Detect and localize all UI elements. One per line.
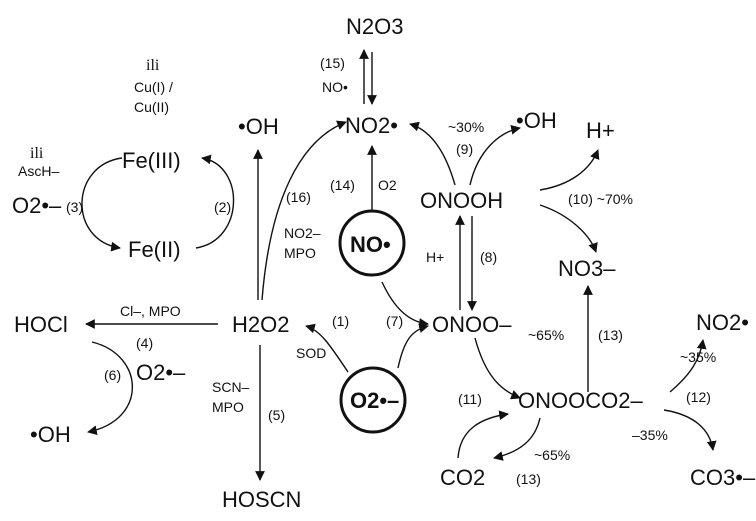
label-ili-top: ili bbox=[146, 57, 160, 74]
arrow-onooh-to-no2 bbox=[409, 121, 456, 186]
label-cl-mpo: Cl–, MPO bbox=[120, 303, 181, 319]
label-r8: (8) bbox=[480, 249, 497, 265]
species-no2-right: NO2• bbox=[696, 310, 749, 335]
label-pct65b: ~65% bbox=[534, 447, 570, 463]
label-r12: (12) bbox=[686, 389, 711, 405]
label-cu2: Cu(II) bbox=[134, 99, 169, 115]
reaction-labels: (15) NO• ili Cu(I) / Cu(II) ili AscH– ~3… bbox=[18, 55, 716, 487]
species-no-center: NO• bbox=[350, 232, 391, 257]
label-r7: (7) bbox=[386, 313, 403, 329]
label-r5: (5) bbox=[268, 407, 285, 423]
label-no-small: NO• bbox=[322, 79, 348, 95]
label-r6: (6) bbox=[104, 367, 121, 383]
label-r13b: (13) bbox=[516, 471, 541, 487]
species-oh-mid: •OH bbox=[516, 108, 557, 133]
label-cu1: Cu(I) / bbox=[134, 79, 173, 95]
species-n2o3: N2O3 bbox=[346, 14, 403, 39]
species-h-plus: H+ bbox=[586, 118, 615, 143]
species-h2o2: H2O2 bbox=[232, 312, 289, 337]
label-h-plus-r8: H+ bbox=[426, 249, 444, 265]
species-o2-small: O2•– bbox=[136, 360, 186, 385]
species-oh-bottom: •OH bbox=[30, 422, 71, 447]
arrow-o2-to-onoo bbox=[397, 323, 429, 369]
label-r10: (10) ~70% bbox=[568, 191, 633, 207]
species-co2: CO2 bbox=[440, 465, 485, 490]
arrow-fe2-to-fe3 bbox=[195, 154, 235, 249]
arrow-hocl-to-oh bbox=[87, 341, 134, 436]
arrow-h2o2-to-no2 bbox=[261, 120, 347, 301]
species-no2-top: NO2• bbox=[345, 113, 398, 138]
species-o2-center: O2•– bbox=[350, 388, 399, 413]
arrow-onooh-to-oh bbox=[469, 124, 521, 186]
label-r2: (2) bbox=[214, 199, 231, 215]
species-co3: CO3•– bbox=[690, 465, 756, 490]
label-pct65a: ~65% bbox=[528, 327, 564, 343]
label-pct35b: –35% bbox=[632, 427, 668, 443]
superoxide-circle bbox=[339, 366, 407, 434]
label-o2-r14: O2 bbox=[378, 177, 397, 193]
species-fe3: Fe(III) bbox=[122, 148, 181, 173]
species-oh-left: •OH bbox=[238, 114, 279, 139]
species-no3: NO3– bbox=[558, 256, 616, 281]
label-r3: (3) bbox=[66, 199, 83, 215]
label-mpo-5: MPO bbox=[212, 399, 244, 415]
arrow-onoococ2-to-no2 bbox=[669, 339, 707, 393]
species-o2-left: O2•– bbox=[12, 193, 62, 218]
arrow-o2-to-h2o2 bbox=[305, 323, 349, 373]
label-r9: (9) bbox=[456, 141, 473, 157]
arrow-onooh-to-no3 bbox=[539, 204, 598, 253]
label-r14: (14) bbox=[330, 177, 355, 193]
label-pct35a: ~35% bbox=[680, 349, 716, 365]
label-ili-left: ili bbox=[30, 145, 44, 162]
arrow-co2-to-onoococ2 bbox=[457, 410, 509, 459]
species-hoscn: HOSCN bbox=[222, 487, 301, 512]
label-r16: (16) bbox=[286, 189, 311, 205]
no-circle bbox=[338, 209, 406, 277]
label-r4: (4) bbox=[136, 335, 153, 351]
species-onoo: ONOO– bbox=[432, 312, 512, 337]
arrow-onoo-to-onoococ2 bbox=[474, 337, 521, 400]
label-r13a: (13) bbox=[598, 327, 623, 343]
label-r11: (11) bbox=[458, 391, 482, 407]
label-no2-minus: NO2– bbox=[284, 225, 321, 241]
arrow-onoococ2-to-co2 bbox=[493, 417, 541, 461]
label-r1: (1) bbox=[332, 313, 349, 329]
species-onooh: ONOOH bbox=[420, 188, 503, 213]
arrow-fe3-to-fe2 bbox=[81, 157, 123, 252]
species-hocl: HOCl bbox=[14, 312, 68, 337]
arrow-onooh-to-h bbox=[539, 149, 600, 191]
species-onoococ2: ONOOCO2– bbox=[518, 388, 643, 413]
label-pct30: ~30% bbox=[448, 119, 484, 135]
arrow-no-to-onoo bbox=[381, 281, 429, 328]
label-sod: SOD bbox=[296, 345, 326, 361]
species: N2O3 NO2• •OH •OH H+ Fe(III) Fe(II) O2•–… bbox=[12, 14, 756, 512]
label-scn: SCN– bbox=[212, 379, 250, 395]
label-asch: AscH– bbox=[18, 163, 59, 179]
label-r15: (15) bbox=[320, 55, 345, 71]
arrow-onoococ2-to-co3 bbox=[663, 409, 717, 451]
species-fe2: Fe(II) bbox=[128, 237, 181, 262]
label-mpo-16: MPO bbox=[284, 245, 316, 261]
arrows bbox=[81, 49, 717, 481]
